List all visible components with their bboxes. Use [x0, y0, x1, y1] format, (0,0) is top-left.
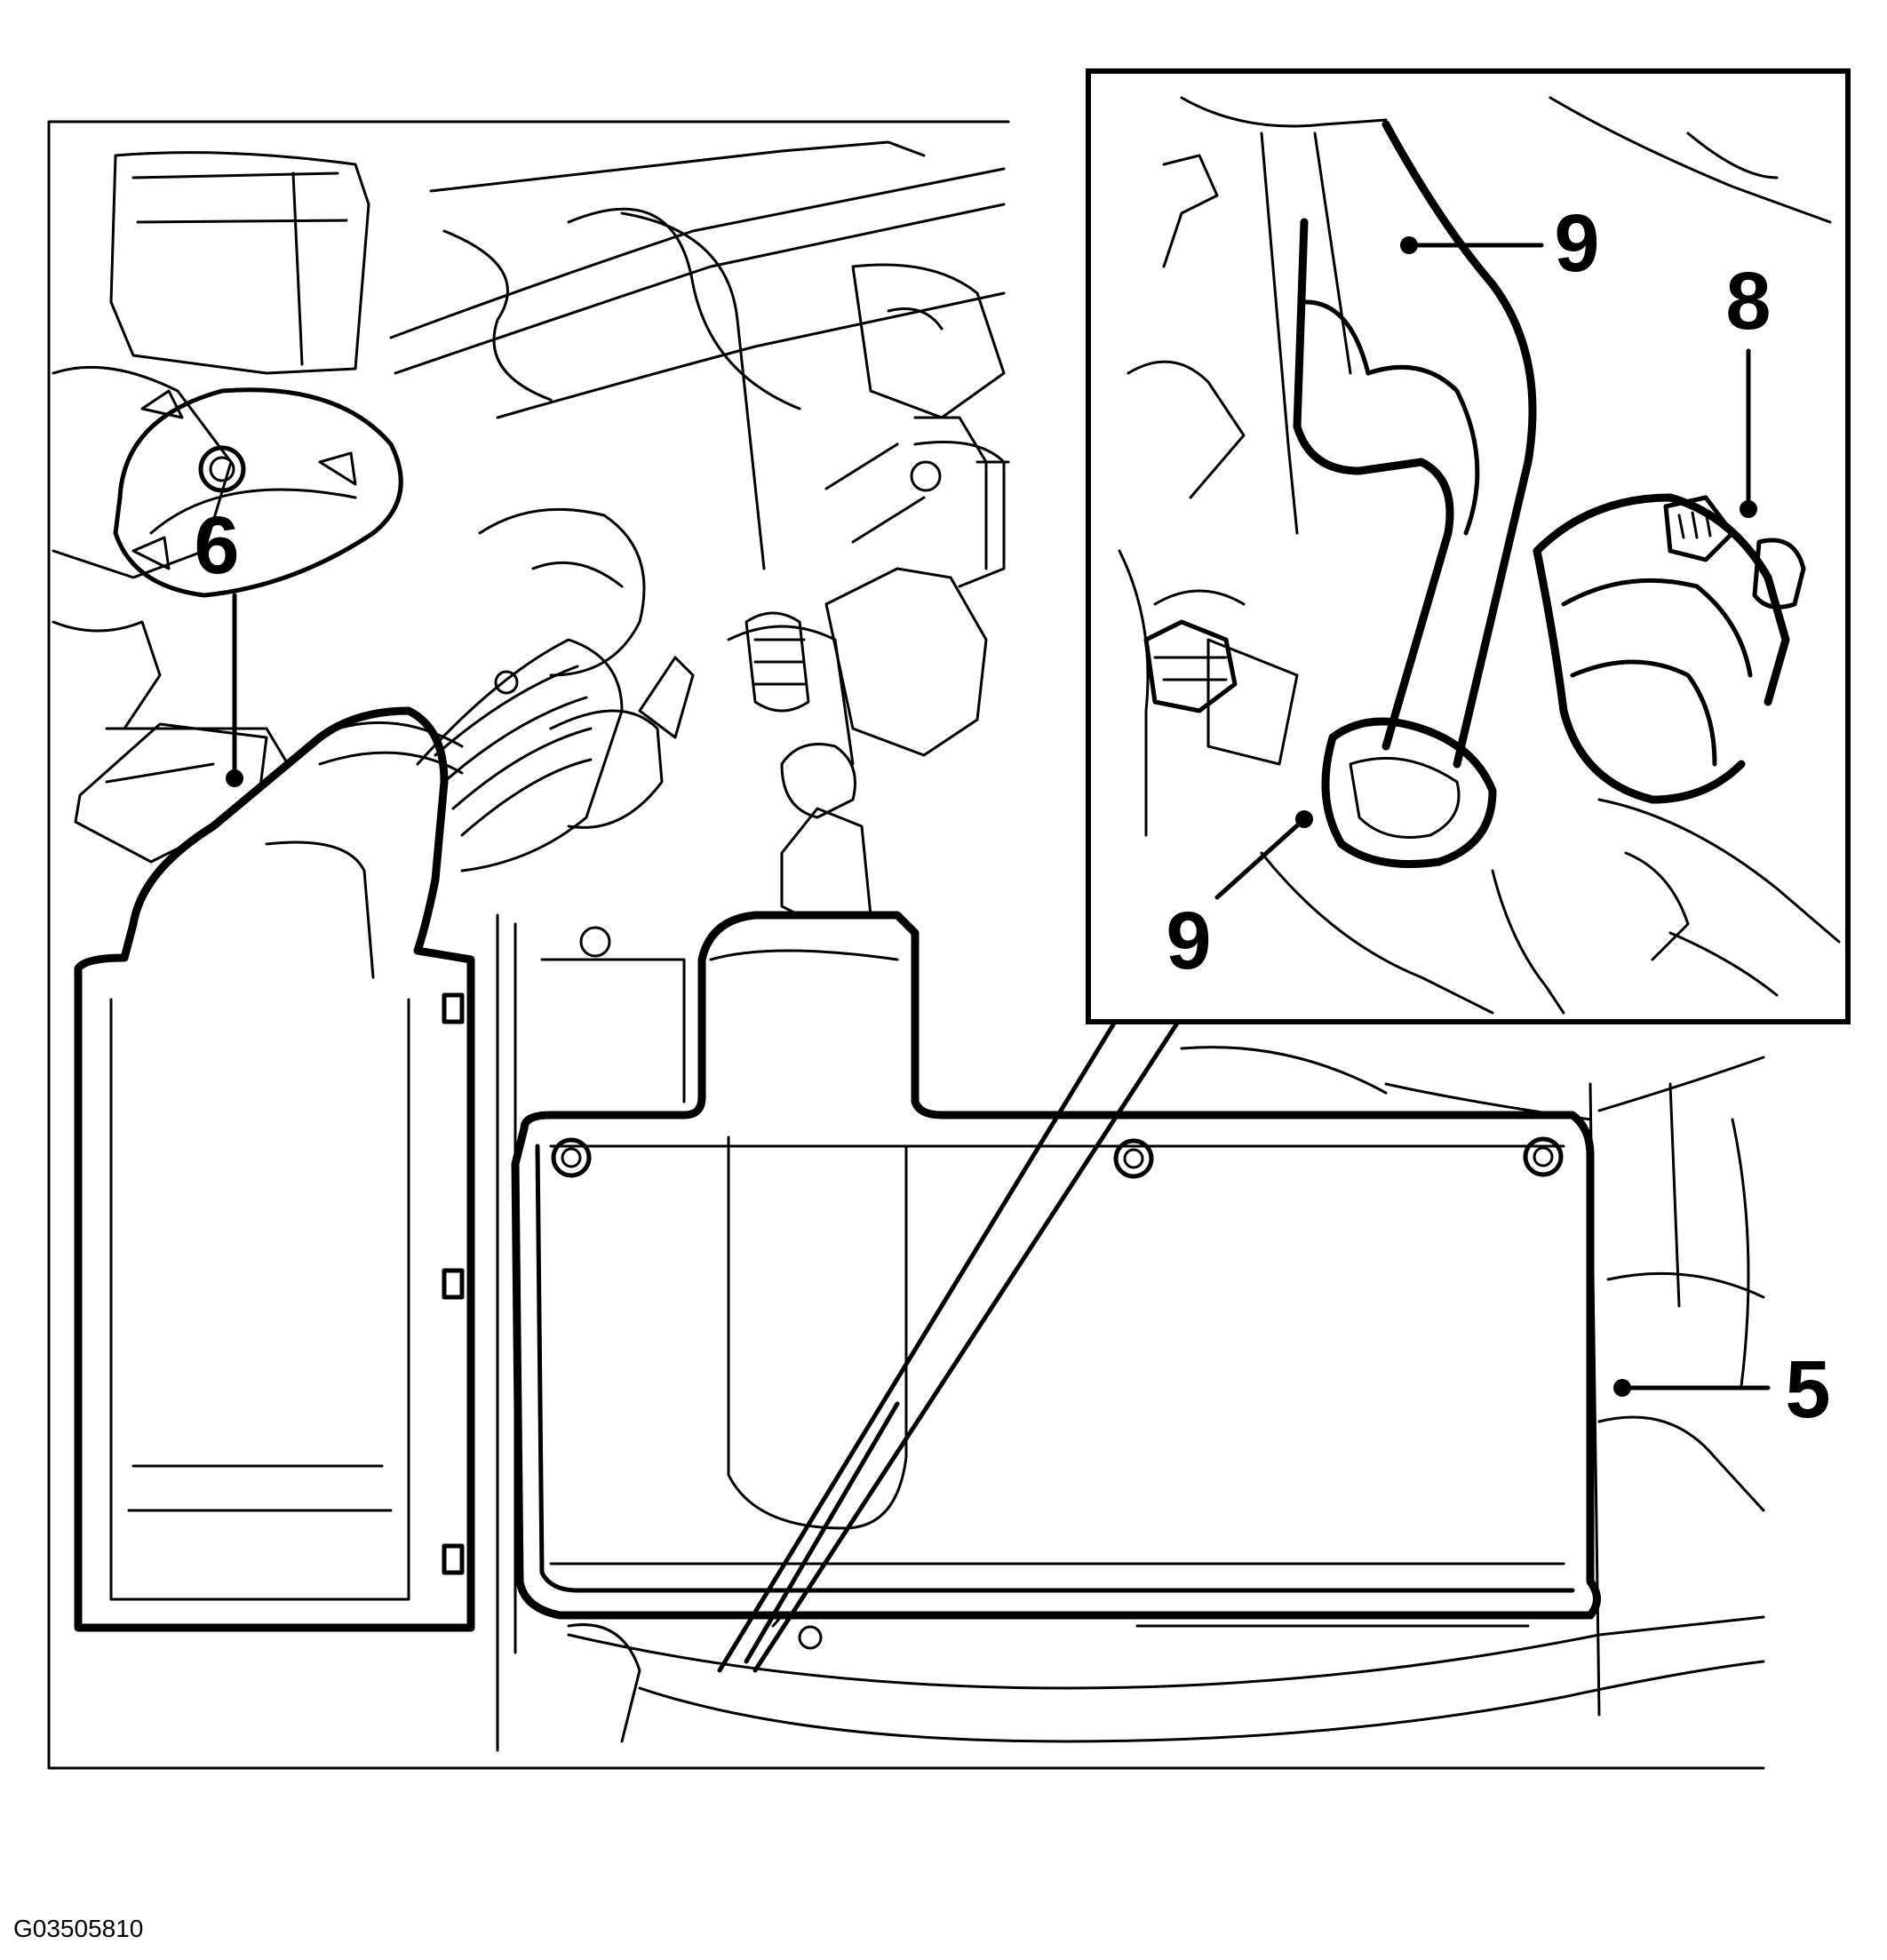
scene-frame: [47, 120, 1765, 1770]
main-scene: [47, 120, 1765, 1770]
callout-9-bottom: 9: [1166, 810, 1313, 986]
air-cleaner-box: [511, 911, 1601, 1620]
inset-detail: [1086, 68, 1851, 1024]
intake-duct: [74, 706, 475, 1632]
callout-8-label: 8: [1725, 256, 1771, 347]
inset-union-nut: [1321, 717, 1497, 868]
throttle-body: [638, 567, 988, 926]
corrugated-hose: [416, 638, 664, 872]
callout-9-top-label: 9: [1554, 198, 1599, 289]
inset-hose: [1293, 120, 1537, 769]
callout-5-label: 5: [1785, 1344, 1830, 1435]
callout-9-bottom-label: 9: [1166, 896, 1211, 986]
figure-code: G03505810: [13, 1915, 143, 1942]
callout-9-top: 9: [1400, 198, 1600, 289]
inset-hose-clamp: [1533, 493, 1806, 961]
callout-6-label: 6: [194, 500, 239, 591]
callout-5: 5: [1613, 1344, 1831, 1435]
inset-frame: [1086, 68, 1851, 1024]
inset-background-lines: [1118, 96, 1841, 1015]
distributor-cap: [113, 387, 403, 598]
callout-6: 6: [194, 500, 243, 787]
callout-8: 8: [1725, 256, 1772, 518]
inset-leader-lines: [717, 1019, 1181, 1673]
inset-hex-bolt: [1143, 589, 1246, 713]
